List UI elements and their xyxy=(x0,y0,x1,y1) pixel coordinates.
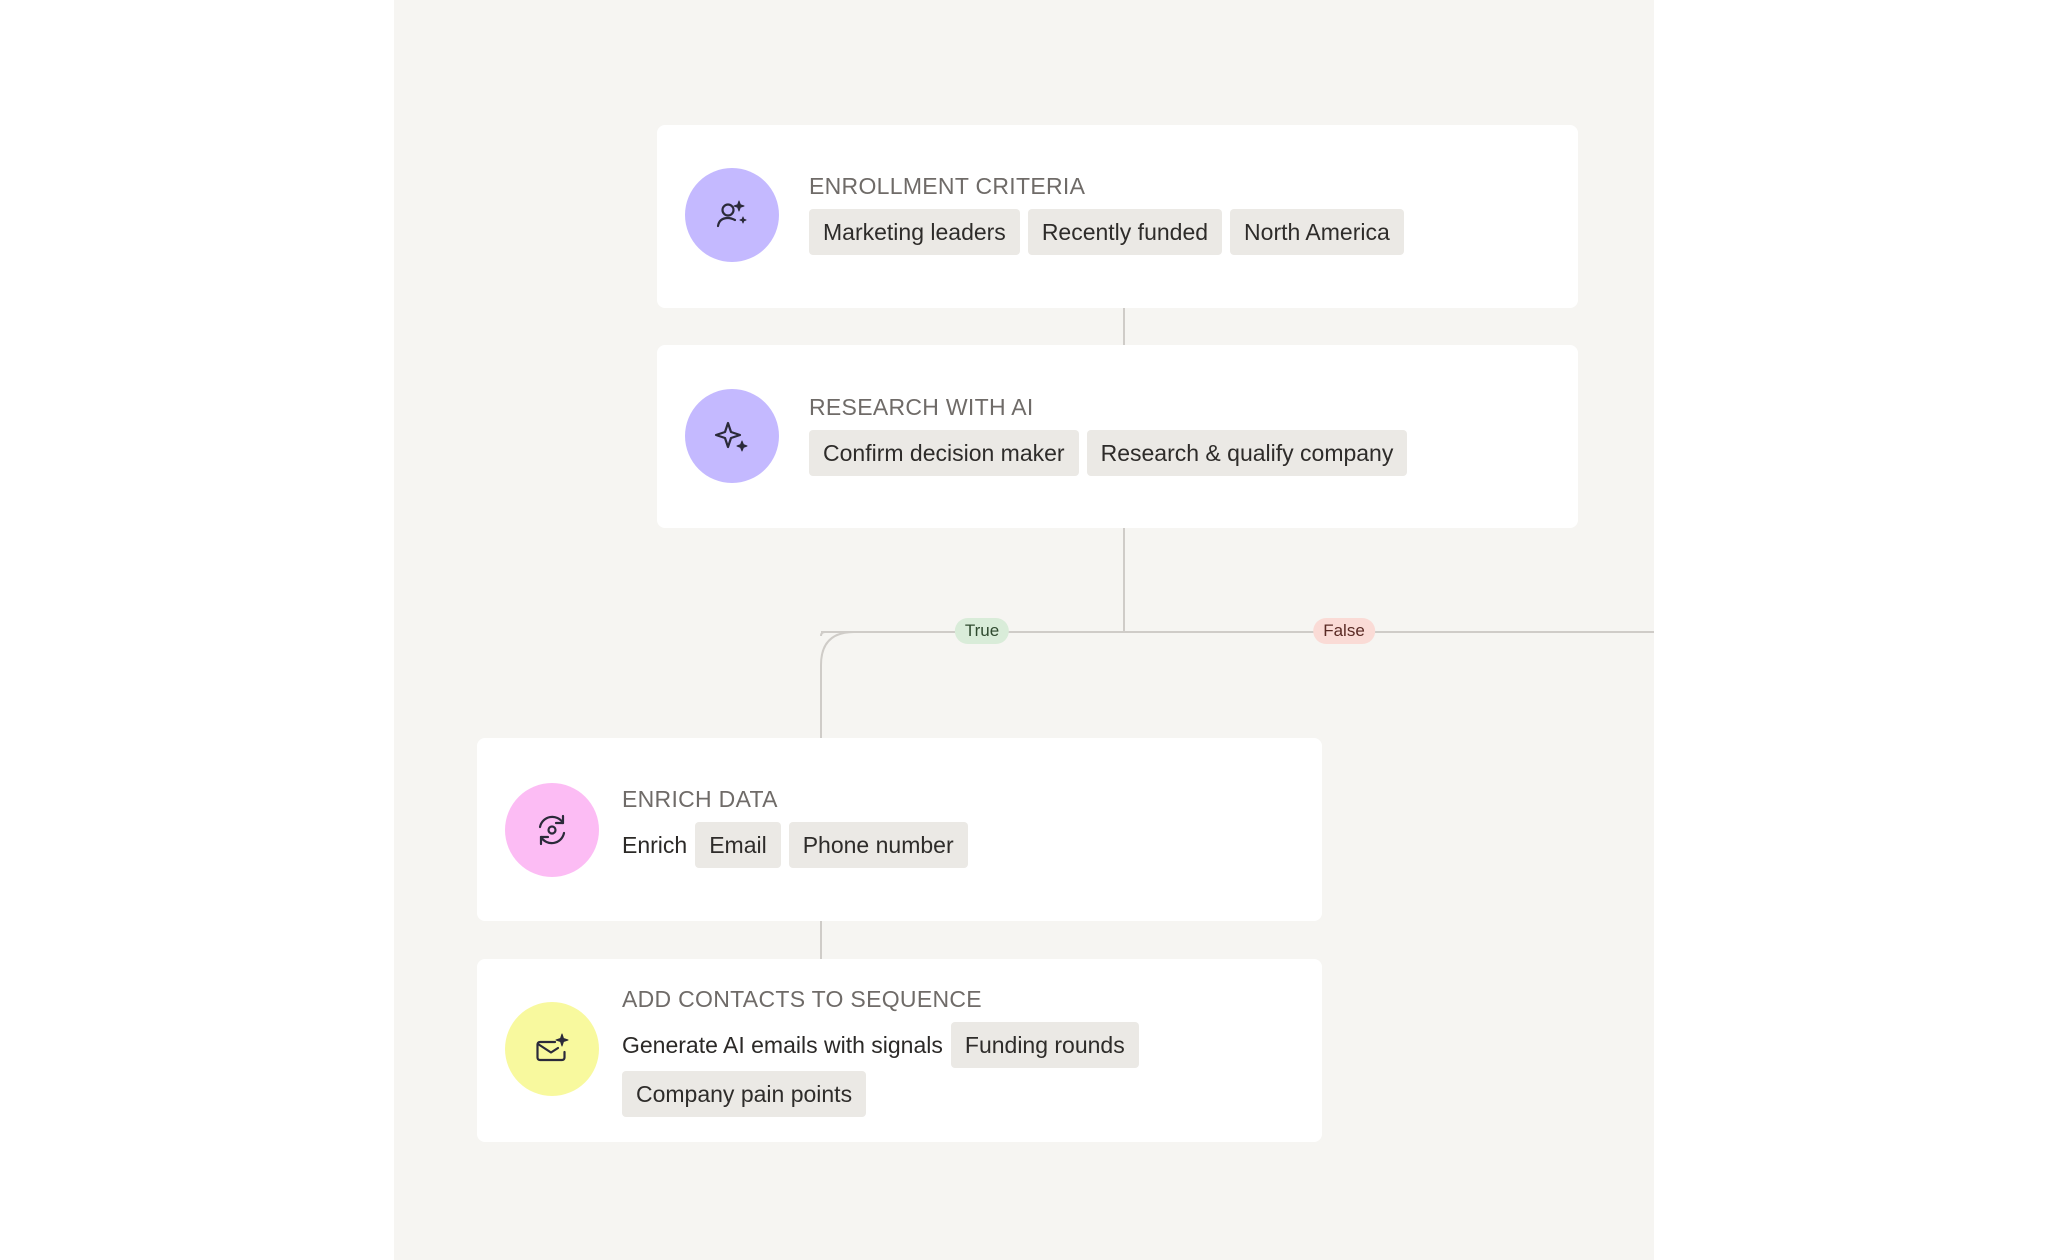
sequence-chip-row: Generate AI emails with signals Funding … xyxy=(622,1022,1182,1117)
research-chip-row: Confirm decision maker Research & qualif… xyxy=(809,430,1408,476)
workflow-connectors xyxy=(820,308,1654,960)
connector-true-curve xyxy=(820,631,855,740)
connector-true-path xyxy=(820,631,1124,637)
chip-phone-number[interactable]: Phone number xyxy=(788,822,968,868)
research-icon-circle xyxy=(685,389,779,483)
person-sparkle-icon xyxy=(716,200,747,228)
add-contacts-to-sequence-card[interactable]: ADD CONTACTS TO SEQUENCE Generate AI ema… xyxy=(477,959,1322,1142)
workflow-canvas: True False ENROLLMENT CRITERIA Marketing… xyxy=(394,0,1654,1260)
chip-marketing-leaders[interactable]: Marketing leaders xyxy=(809,209,1020,255)
sparkles-icon xyxy=(714,421,748,452)
sequence-lead-text: Generate AI emails with signals xyxy=(622,1032,943,1058)
refresh-eye-icon xyxy=(538,814,566,846)
chip-research-qualify-company[interactable]: Research & qualify company xyxy=(1086,430,1408,476)
enrollment-icon-circle xyxy=(685,168,779,262)
enrich-title: ENRICH DATA xyxy=(622,786,778,812)
true-branch-badge: True xyxy=(954,618,1010,644)
research-title: RESEARCH WITH AI xyxy=(809,394,1034,420)
mail-sparkle-icon xyxy=(536,1033,569,1062)
enrich-icon-circle xyxy=(505,783,599,877)
enrollment-chip-row: Marketing leaders Recently funded North … xyxy=(809,209,1404,255)
enrich-lead-text: Enrich xyxy=(622,832,688,858)
research-with-ai-card[interactable]: RESEARCH WITH AI Confirm decision maker … xyxy=(657,345,1578,528)
enrollment-criteria-card[interactable]: ENROLLMENT CRITERIA Marketing leaders Re… xyxy=(657,125,1578,308)
enrich-data-card[interactable]: ENRICH DATA Enrich Email Phone number xyxy=(477,738,1322,921)
chip-confirm-decision-maker[interactable]: Confirm decision maker xyxy=(809,430,1079,476)
chip-email[interactable]: Email xyxy=(695,822,781,868)
enrich-chip-row: Enrich Email Phone number xyxy=(622,822,968,868)
false-branch-badge: False xyxy=(1313,618,1375,644)
chip-recently-funded[interactable]: Recently funded xyxy=(1027,209,1223,255)
chip-north-america[interactable]: North America xyxy=(1230,209,1404,255)
sequence-title: ADD CONTACTS TO SEQUENCE xyxy=(622,986,982,1012)
sequence-icon-circle xyxy=(505,1002,599,1096)
chip-funding-rounds[interactable]: Funding rounds xyxy=(950,1022,1139,1068)
chip-company-pain-points[interactable]: Company pain points xyxy=(622,1071,867,1117)
enrollment-title: ENROLLMENT CRITERIA xyxy=(809,173,1086,199)
